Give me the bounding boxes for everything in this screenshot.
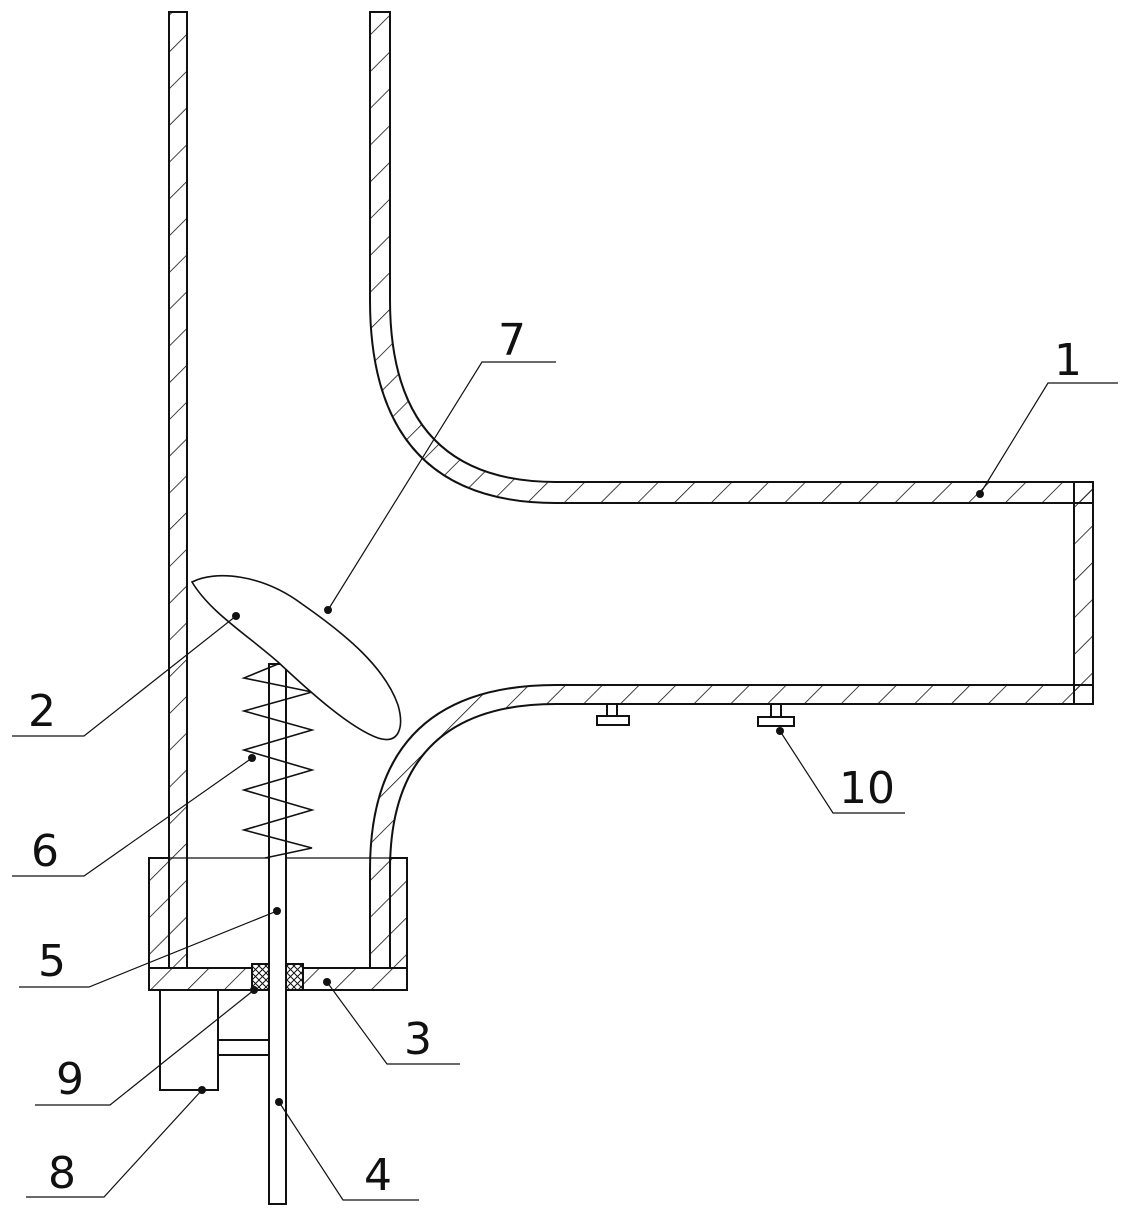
leader-lines (12, 361, 1118, 1201)
leader-4 (278, 1101, 419, 1201)
leader-10 (779, 730, 905, 814)
end-cap (1073, 481, 1094, 705)
part-labels: 1 7 2 6 5 3 9 8 4 10 (28, 315, 1082, 1201)
label-7: 7 (498, 315, 526, 366)
interior-outline (186, 12, 371, 968)
upper-right-wall (369, 11, 1094, 504)
bolt-right-head (757, 716, 795, 727)
leader-6 (12, 757, 253, 877)
cap-right-collar (389, 857, 408, 969)
mounting-bolts (596, 704, 795, 727)
leader-9 (35, 989, 255, 1106)
cap-base-right (302, 967, 408, 991)
label-5: 5 (38, 936, 66, 987)
tee-pipe-body (168, 11, 1094, 969)
label-10: 10 (839, 763, 895, 814)
bolt-left-head (596, 715, 630, 726)
cap-base-left (148, 967, 253, 991)
actuator-block (159, 989, 219, 1091)
push-rod (268, 663, 287, 1205)
label-4: 4 (364, 1150, 392, 1201)
leader-dots (198, 490, 984, 1106)
label-8: 8 (48, 1148, 76, 1199)
valve-flap (190, 574, 402, 741)
leader-8 (26, 1089, 203, 1198)
label-9: 9 (56, 1054, 84, 1105)
leader-2 (12, 615, 237, 737)
leader-3 (326, 981, 460, 1065)
label-1: 1 (1054, 335, 1082, 386)
seal-ring-right (285, 963, 304, 991)
leader-5 (19, 910, 278, 988)
leader-1 (979, 382, 1118, 495)
spring (241, 663, 315, 859)
label-2: 2 (28, 686, 56, 737)
seal-rings (251, 963, 304, 991)
actuator (159, 989, 269, 1091)
leader-7 (327, 361, 556, 611)
cap-left-collar (148, 857, 170, 969)
lower-right-wall (369, 684, 1094, 969)
label-6: 6 (31, 826, 59, 877)
label-3: 3 (404, 1014, 432, 1065)
left-wall (168, 11, 188, 969)
push-rod-body (268, 663, 287, 1205)
